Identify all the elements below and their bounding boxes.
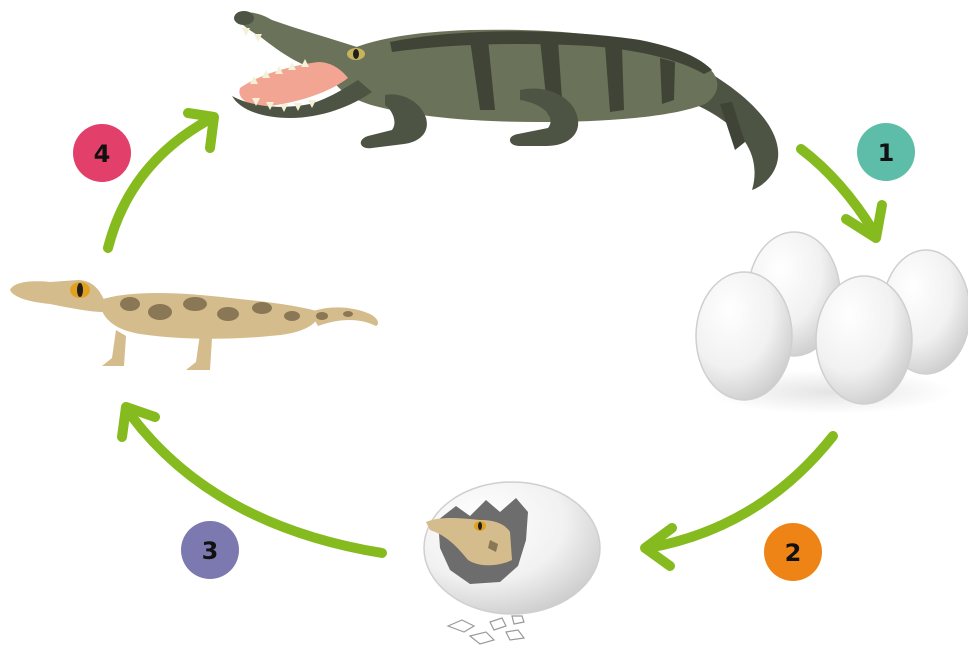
egg-clutch-icon — [696, 232, 968, 414]
step-label-1: 1 — [878, 139, 895, 167]
step-badge-2: 2 — [764, 523, 822, 581]
arrow-juvenile-to-adult — [108, 113, 214, 248]
juvenile-crocodile-icon — [10, 280, 378, 370]
step-badge-4: 4 — [73, 124, 131, 182]
step-badge-1: 1 — [857, 123, 915, 181]
step-label-3: 3 — [202, 537, 219, 565]
adult-crocodile-icon — [232, 11, 778, 190]
arrow-hatchling-to-juvenile — [122, 407, 382, 553]
step-label-2: 2 — [785, 539, 802, 567]
step-badge-3: 3 — [181, 521, 239, 579]
step-label-4: 4 — [94, 140, 111, 168]
hatching-egg-icon — [424, 482, 600, 644]
